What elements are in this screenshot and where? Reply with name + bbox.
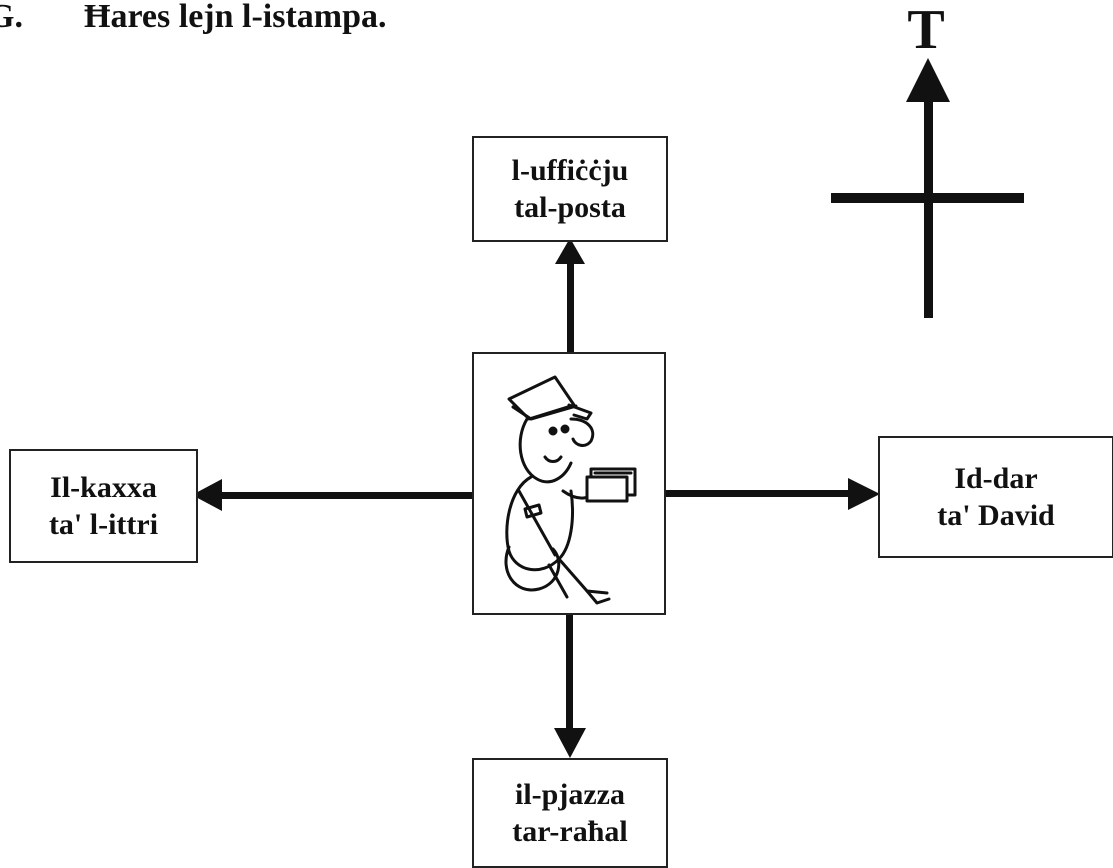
destination-line2: ta' l-ittri [48,508,159,541]
destination-letterbox: Il-kaxxa ta' l-ittri [9,449,198,563]
exercise-heading: G. Ħares lejn l-istampa. [0,0,387,34]
destination-line1: il-pjazza [515,777,625,811]
destination-line2: tal-posta [514,191,626,224]
exercise-number: G. [0,0,23,35]
postman-icon [504,375,637,604]
arrow-east [666,478,880,510]
exercise-instruction: Ħares lejn l-istampa. [84,0,387,35]
arrow-north [555,238,585,352]
destination-davids-house: Id-dar ta' David [878,436,1113,558]
destination-line2: ta' David [937,499,1055,532]
postman-picture-frame [472,352,666,615]
destination-line1: l-uffiċċju [511,153,629,187]
arrow-south [554,615,586,758]
destination-post-office: l-uffiċċju tal-posta [472,136,668,242]
destination-line2: tar-raħal [512,815,628,848]
destination-village-square: il-pjazza tar-raħal [472,758,668,868]
compass-icon [831,58,1024,318]
arrow-west [192,479,472,511]
destination-line1: Il-kaxxa [50,470,157,504]
destination-line1: Id-dar [954,461,1038,495]
compass-north-label: T [907,0,945,61]
